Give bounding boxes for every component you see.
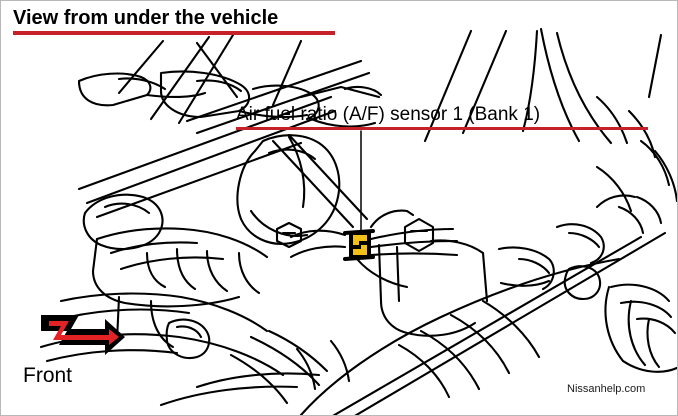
callout-underline <box>236 127 648 130</box>
front-direction-label: Front <box>23 364 73 387</box>
figure-title: View from under the vehicle <box>13 7 279 29</box>
af-sensor-callout-label: Air fuel ratio (A/F) sensor 1 (Bank 1) <box>236 104 541 125</box>
af-sensor-connector <box>349 231 371 259</box>
front-direction-arrow <box>41 315 125 355</box>
title-underline <box>13 31 335 35</box>
watermark: Nissanhelp.com <box>567 383 646 395</box>
